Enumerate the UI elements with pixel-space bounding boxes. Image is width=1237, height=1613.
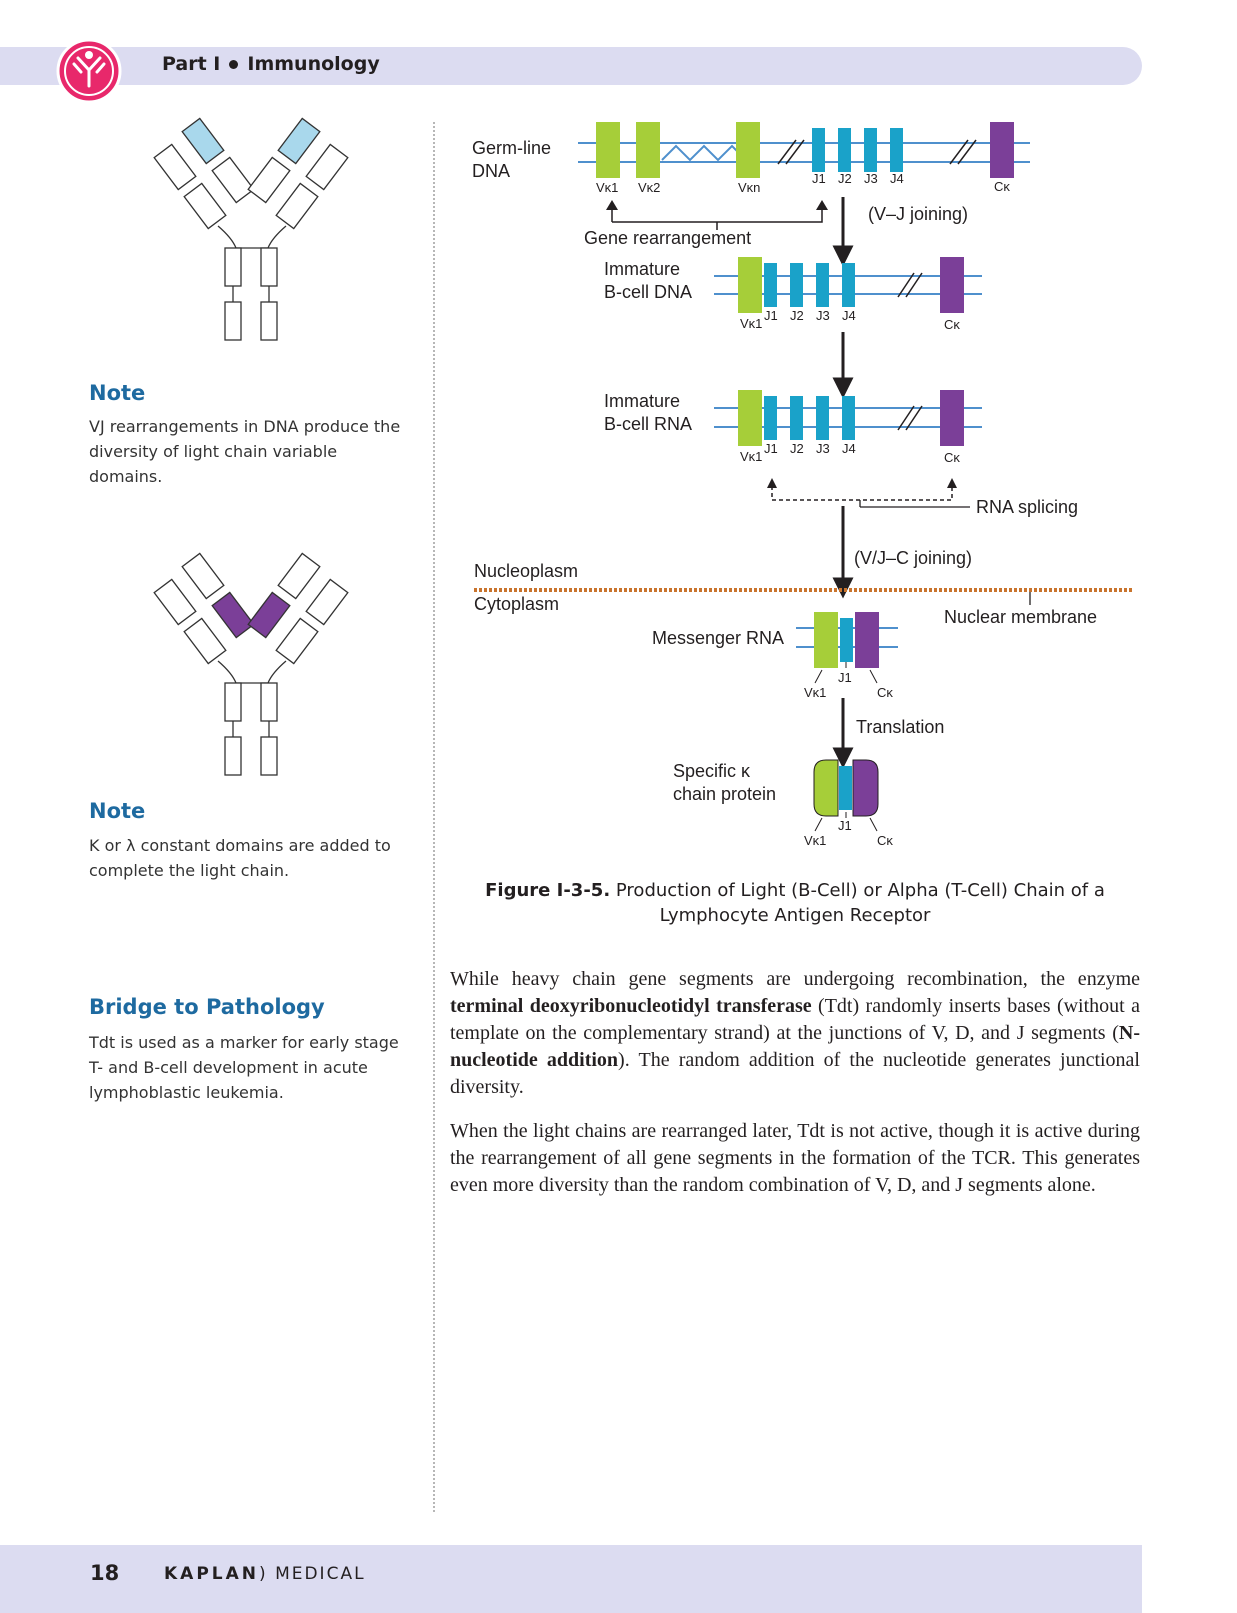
- footer-bar: [0, 1545, 1142, 1613]
- specific-chain-line2: chain protein: [673, 784, 776, 804]
- seg-label-j1: J1: [812, 171, 826, 186]
- seg-label-ck: Cκ: [877, 833, 893, 848]
- germline-line2: DNA: [472, 161, 510, 181]
- immunology-logo-icon: [56, 38, 122, 104]
- seg-label-ck: Cκ: [944, 450, 960, 465]
- immature-rna: [714, 390, 982, 446]
- seg-label-j4: J4: [842, 308, 856, 323]
- brand-paren-icon: ): [259, 1564, 268, 1584]
- seg-label-vk2: Vκ2: [638, 180, 660, 195]
- header-part: Part I: [162, 53, 221, 75]
- rna-splicing-label: RNA splicing: [976, 497, 1078, 517]
- nucleoplasm-label: Nucleoplasm: [474, 561, 578, 581]
- gene-rearrangement-label: Gene rearrangement: [584, 228, 751, 248]
- seg-label-j4: J4: [842, 441, 856, 456]
- note-title: Note: [89, 799, 146, 823]
- note-text: K or λ constant domains are added to com…: [89, 836, 391, 880]
- figure-caption-text: Production of Light (B-Cell) or Alpha (T…: [615, 880, 1105, 926]
- cytoplasm-label: Cytoplasm: [474, 594, 559, 614]
- seg-label-j3: J3: [816, 308, 830, 323]
- germline-dna: [578, 122, 1030, 178]
- j-segment: [890, 128, 903, 172]
- header-bar: [0, 47, 1142, 85]
- v-segment: [736, 122, 760, 178]
- bullet-icon: [229, 60, 239, 69]
- messenger-rna: [796, 612, 898, 668]
- seg-label-j1: J1: [838, 818, 852, 833]
- immature-rna-line2: B-cell RNA: [604, 414, 692, 434]
- seg-label-vk1: Vκ1: [596, 180, 618, 195]
- germline-line1: Germ-line: [472, 138, 551, 158]
- bridge-text: Tdt is used as a marker for early stage …: [89, 1033, 399, 1102]
- seg-label-ck: Cκ: [944, 317, 960, 332]
- seg-label-j2: J2: [790, 308, 804, 323]
- translation-label: Translation: [856, 717, 944, 737]
- seg-label-ck: Cκ: [877, 685, 893, 700]
- p1-mid: (Tdt) randomly inserts bases (without a …: [450, 995, 1141, 1044]
- paragraph: When the light chains are rearranged lat…: [450, 1120, 1140, 1196]
- seg-label-ck: Cκ: [994, 179, 1010, 194]
- v-segment: [596, 122, 620, 178]
- seg-label-vkn: Vκn: [738, 180, 760, 195]
- note-text: VJ rearrangements in DNA produce the div…: [89, 417, 401, 486]
- c-segment: [990, 122, 1014, 178]
- figure-number: Figure I-3-5.: [485, 880, 611, 901]
- running-header: Part I Immunology: [162, 53, 380, 75]
- seg-label-j1: J1: [764, 308, 778, 323]
- column-divider: [433, 122, 435, 1512]
- page-number: 18: [90, 1561, 120, 1585]
- antibody-vj-illustration: [153, 117, 349, 341]
- j-segment: [864, 128, 877, 172]
- specific-chain-line1: Specific κ: [673, 761, 751, 781]
- seg-label-j4: J4: [890, 171, 904, 186]
- kappa-chain-protein: [813, 759, 879, 817]
- immature-dna: [714, 257, 982, 313]
- brand-name: KAPLAN: [164, 1564, 260, 1584]
- specific-chain-label: Specific κ chain protein: [673, 761, 776, 804]
- j-segment: [838, 128, 851, 172]
- seg-label-vk1: Vκ1: [740, 449, 762, 464]
- seg-label-j2: J2: [838, 171, 852, 186]
- vj-joining-label: (V–J joining): [868, 204, 968, 224]
- figure-caption: Figure I-3-5. Production of Light (B-Cel…: [480, 878, 1110, 928]
- publisher-logo: KAPLAN) MEDICAL: [164, 1564, 366, 1584]
- immature-dna-line2: B-cell DNA: [604, 282, 692, 302]
- seg-label-j3: J3: [864, 171, 878, 186]
- note-title: Note: [89, 381, 146, 405]
- seg-label-j3: J3: [816, 441, 830, 456]
- antibody-constant-illustration: [153, 552, 349, 776]
- brand-suffix: MEDICAL: [275, 1564, 366, 1584]
- p1-pre: While heavy chain gene segments are unde…: [450, 968, 1140, 990]
- p1-post: ). The random addition of the nucleotide…: [450, 1049, 1140, 1098]
- seg-label-vk1: Vκ1: [804, 685, 826, 700]
- bridge-title: Bridge to Pathology: [89, 995, 325, 1019]
- header-section: Immunology: [247, 53, 380, 75]
- p1-term: terminal deoxyribonucleotidyl transferas…: [450, 995, 812, 1017]
- vjc-joining-label: (V/J–C joining): [854, 548, 972, 568]
- seg-label-vk1: Vκ1: [740, 316, 762, 331]
- seg-label-j1: J1: [764, 441, 778, 456]
- nuclear-membrane-label: Nuclear membrane: [944, 607, 1097, 627]
- seg-label-j1: J1: [838, 670, 852, 685]
- zigzag-gap: [661, 144, 747, 162]
- j-segment: [812, 128, 825, 172]
- v-segment: [636, 122, 660, 178]
- immature-rna-line1: Immature: [604, 391, 680, 411]
- p1-term: N-nucleotide addition: [450, 1022, 1140, 1071]
- paragraph: While heavy chain gene segments are unde…: [450, 966, 1140, 1101]
- antibody-illustrations: [153, 117, 349, 776]
- seg-label-j2: J2: [790, 441, 804, 456]
- immature-dna-line1: Immature: [604, 259, 680, 279]
- messenger-rna-label: Messenger RNA: [652, 628, 784, 648]
- seg-label-vk1: Vκ1: [804, 833, 826, 848]
